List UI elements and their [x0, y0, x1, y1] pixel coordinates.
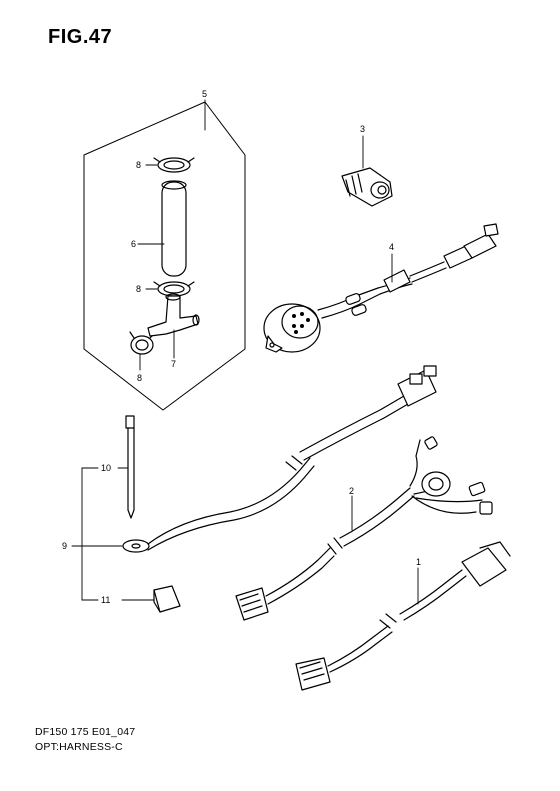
buzzer-harness	[263, 223, 499, 353]
ground-harness	[71, 365, 437, 553]
figure-title: FIG.47	[48, 26, 113, 48]
callout-label: 3	[360, 124, 365, 134]
callout-label: 9	[62, 541, 67, 551]
terminal-part	[121, 585, 181, 613]
clamp-part	[129, 331, 155, 371]
callout-label: 1	[416, 557, 421, 567]
clamp-part	[145, 157, 195, 173]
fitting-part	[147, 293, 200, 359]
callout-label: 8	[136, 284, 141, 294]
figure-code: DF150 175 E01_047	[35, 726, 136, 738]
callout-label: 10	[101, 463, 111, 473]
callout-label: 8	[136, 160, 141, 170]
plug-part	[341, 135, 393, 207]
callout-label: 7	[171, 359, 176, 369]
callout-label: 6	[131, 239, 136, 249]
kit-outline	[83, 99, 246, 411]
callout-label: 8	[137, 373, 142, 383]
cable-tie-part	[117, 415, 135, 519]
callout-label: 5	[202, 89, 207, 99]
callout-label: 4	[389, 242, 394, 252]
hose-part	[137, 180, 187, 277]
main-harness	[235, 436, 493, 621]
extension-harness	[295, 541, 511, 691]
callout-label: 2	[349, 486, 354, 496]
callout-label: 11	[101, 595, 110, 605]
figure-name: OPT:HARNESS-C	[35, 741, 123, 753]
clamp-part	[145, 281, 195, 297]
callout-bracket	[81, 467, 99, 601]
